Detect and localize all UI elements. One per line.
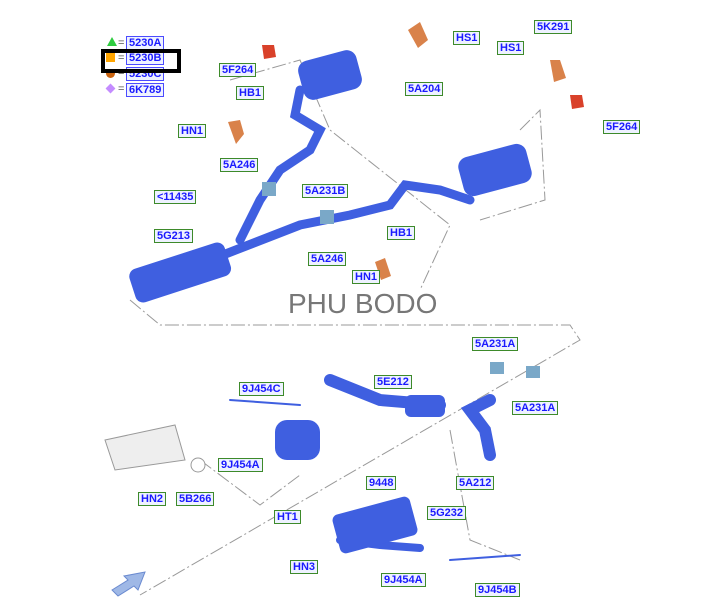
equals-sign: = bbox=[118, 83, 125, 95]
part-label[interactable]: 5A246 bbox=[220, 158, 259, 172]
part-label[interactable]: 5G213 bbox=[154, 229, 194, 243]
part-label[interactable]: 5A231A bbox=[512, 401, 559, 415]
part-label[interactable]: 5B266 bbox=[176, 492, 215, 506]
legend-item: 5230A bbox=[126, 36, 165, 50]
front-direction-arrow-icon bbox=[111, 571, 146, 597]
brown-circle-icon bbox=[106, 69, 115, 78]
watermark: PHU BODO bbox=[288, 288, 438, 319]
equals-sign: = bbox=[118, 67, 125, 79]
part-label[interactable]: 5F264 bbox=[219, 63, 257, 77]
part-label[interactable]: 5A246 bbox=[308, 252, 347, 266]
part-label[interactable]: 5A231B bbox=[302, 184, 349, 198]
clamps bbox=[262, 182, 540, 378]
part-label[interactable]: HB1 bbox=[387, 226, 416, 240]
legend-item: 6K789 bbox=[126, 83, 165, 97]
part-label[interactable]: HN1 bbox=[352, 270, 381, 284]
part-label[interactable]: 5A231A bbox=[472, 337, 519, 351]
part-label[interactable]: HS1 bbox=[453, 31, 481, 45]
part-label[interactable]: <11435 bbox=[154, 190, 197, 204]
part-label[interactable]: 9448 bbox=[366, 476, 397, 490]
part-label[interactable]: 5K291 bbox=[534, 20, 573, 34]
part-label[interactable]: HN3 bbox=[290, 560, 319, 574]
part-label[interactable]: 9J454C bbox=[239, 382, 284, 396]
part-label[interactable]: 5G232 bbox=[427, 506, 467, 520]
equals-sign: = bbox=[118, 37, 125, 49]
orange-square-icon bbox=[106, 53, 115, 62]
part-label[interactable]: 5A204 bbox=[405, 82, 444, 96]
hangers bbox=[228, 22, 584, 280]
mufflers bbox=[129, 50, 532, 554]
assembly-lines bbox=[129, 59, 581, 596]
highlight-box bbox=[101, 49, 181, 73]
part-label[interactable]: HN1 bbox=[178, 124, 207, 138]
green-triangle-icon bbox=[107, 37, 117, 46]
part-label[interactable]: 5A212 bbox=[456, 476, 495, 490]
part-label[interactable]: HB1 bbox=[236, 86, 265, 100]
part-label[interactable]: 9J454A bbox=[381, 573, 426, 587]
part-label[interactable]: HN2 bbox=[138, 492, 167, 506]
part-label[interactable]: 5E212 bbox=[374, 375, 412, 389]
part-label[interactable]: 5F264 bbox=[603, 120, 641, 134]
manifold bbox=[104, 424, 206, 473]
part-label[interactable]: HS1 bbox=[497, 41, 525, 55]
part-label[interactable]: 9J454A bbox=[218, 458, 263, 472]
equals-sign: = bbox=[118, 52, 125, 64]
part-label[interactable]: 9J454B bbox=[475, 583, 520, 597]
part-label[interactable]: HT1 bbox=[274, 510, 301, 524]
